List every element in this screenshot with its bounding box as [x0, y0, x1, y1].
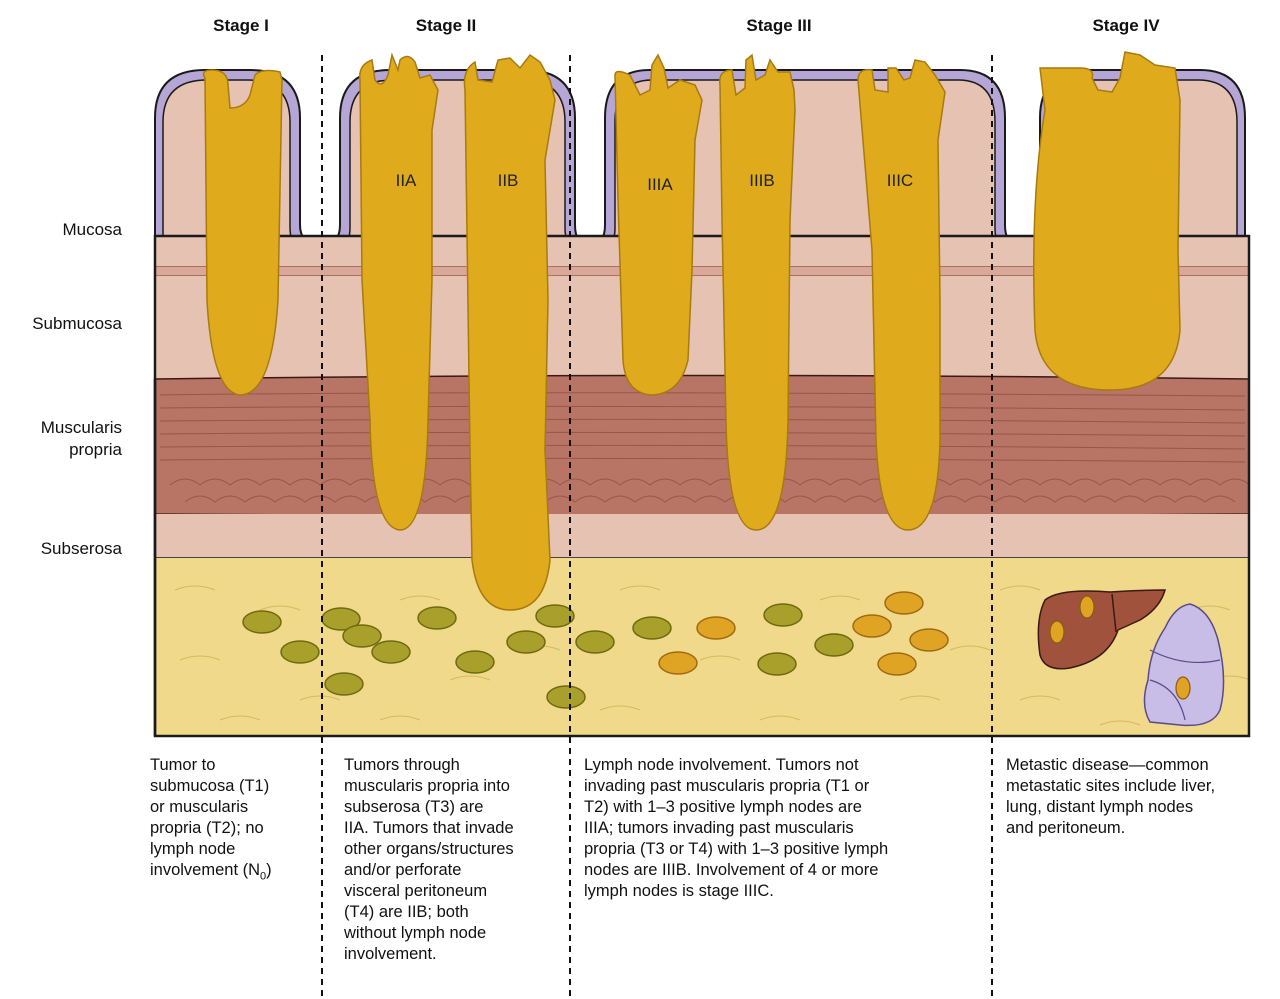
- tumor-label-iib: IIB: [498, 171, 519, 190]
- stage-title-2: Stage II: [366, 16, 526, 36]
- tumor-stage-1: [204, 70, 282, 395]
- layer-label-muscularis: Muscularis propria: [0, 417, 122, 461]
- description-stage-1: Tumor to submucosa (T1) or muscularis pr…: [150, 755, 315, 887]
- lymph-node: [536, 605, 574, 627]
- description-stage-4: Metastic disease—common metastatic sites…: [1006, 755, 1278, 839]
- lymph-node: [343, 625, 381, 647]
- description-stage-3: Lymph node involvement. Tumors not invad…: [584, 755, 986, 902]
- lymph-node: [281, 641, 319, 663]
- lymph-node: [418, 607, 456, 629]
- lymph-node: [758, 653, 796, 675]
- lymph-node: [764, 604, 802, 626]
- tumor-stage-2b: [464, 55, 555, 610]
- positive-lymph-node: [659, 652, 697, 674]
- subserosa-layer: [155, 514, 1249, 558]
- tumor-stage-4: [1034, 52, 1180, 390]
- positive-lymph-node: [885, 592, 923, 614]
- lymph-node: [633, 617, 671, 639]
- layer-label-mucosa: Mucosa: [0, 219, 122, 241]
- lymph-node: [576, 631, 614, 653]
- positive-lymph-node: [878, 653, 916, 675]
- tumor-stage-3b: [720, 55, 795, 530]
- lymph-node: [815, 634, 853, 656]
- tumor-stage-2a: [360, 55, 438, 530]
- lymph-node: [547, 686, 585, 708]
- layer-label-submucosa: Submucosa: [0, 313, 122, 335]
- stage-title-1: Stage I: [161, 16, 321, 36]
- positive-lymph-node: [853, 615, 891, 637]
- lymph-node: [372, 641, 410, 663]
- stage-title-4: Stage IV: [1046, 16, 1206, 36]
- lymph-node: [507, 631, 545, 653]
- tumor-label-iia: IIA: [396, 171, 417, 190]
- stage-title-3: Stage III: [699, 16, 859, 36]
- tumor-label-iiia: IIIA: [647, 175, 673, 194]
- tumor-label-iiib: IIIB: [749, 171, 775, 190]
- lymph-node: [243, 611, 281, 633]
- lymph-node: [325, 673, 363, 695]
- positive-lymph-node: [910, 629, 948, 651]
- tumor-label-iiic: IIIC: [887, 171, 913, 190]
- positive-lymph-node: [697, 617, 735, 639]
- tumor-stage-3a: [615, 55, 702, 395]
- description-stage-2: Tumors through muscularis propria into s…: [344, 755, 566, 965]
- lymph-node: [456, 651, 494, 673]
- layer-label-subserosa: Subserosa: [0, 538, 122, 560]
